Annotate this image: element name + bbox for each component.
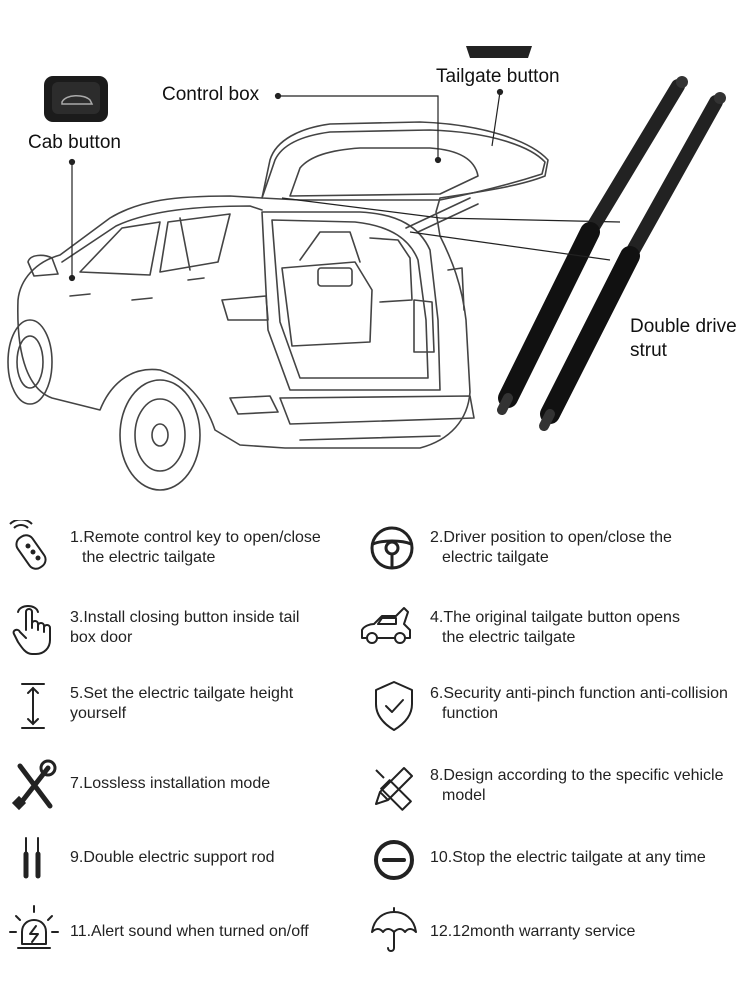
tailgate-button-label: Tailgate button [436, 66, 560, 87]
feature-item-3: 3.Install closing button inside tail box… [0, 600, 370, 670]
feature-text-5: 5.Set the electric tailgate height yours… [70, 684, 370, 724]
hand-touch-icon [12, 605, 51, 655]
feature-line2: function [442, 705, 499, 722]
feature-line1: 11.Alert sound when turned on/off [70, 923, 309, 940]
double-drive-strut-label-line1: Double drive [630, 316, 737, 337]
feature-text-8: 8.Design according to the specific vehic… [430, 766, 750, 806]
feature-item-12: 12.12month warranty service [362, 902, 732, 972]
feature-item-7: 7.Lossless installation mode [0, 758, 370, 828]
strut-1 [497, 76, 688, 415]
double-rod-icon [23, 837, 41, 879]
alarm-light-icon [9, 905, 59, 949]
feature-line1: 12.12month warranty service [430, 923, 636, 940]
feature-item-1: 1.Remote control key to open/close the e… [0, 520, 370, 590]
product-diagram: Cab button Control box Tailgate button D… [7, 46, 737, 491]
feature-line2: electric tailgate [442, 549, 549, 566]
umbrella-icon [371, 907, 417, 952]
feature-line1: 1.Remote control key to open/close [70, 529, 321, 546]
feature-text-12: 12.12month warranty service [430, 922, 750, 942]
car-open-tailgate-icon [361, 607, 411, 644]
double-drive-strut-label-line2: strut [630, 340, 667, 361]
stop-icon [374, 840, 414, 880]
feature-line1: 9.Double electric support rod [70, 849, 275, 866]
feature-item-5: 5.Set the electric tailgate height yours… [0, 676, 370, 746]
feature-item-2: 2.Driver position to open/close the elec… [362, 520, 732, 590]
feature-line2: the electric tailgate [82, 549, 216, 566]
feature-item-11: 11.Alert sound when turned on/off [0, 902, 370, 972]
height-arrow-icon [21, 683, 45, 729]
feature-line1: 6.Security anti-pinch function anti-coll… [430, 685, 728, 702]
tools-icon [11, 759, 57, 811]
feature-line1: 10.Stop the electric tailgate at any tim… [430, 849, 706, 866]
feature-text-9: 9.Double electric support rod [70, 848, 370, 868]
feature-text-10: 10.Stop the electric tailgate at any tim… [430, 848, 750, 868]
tailgate-button-image [466, 46, 532, 58]
feature-text-3: 3.Install closing button inside tail box… [70, 608, 370, 648]
shield-check-icon [375, 681, 413, 731]
feature-line2: box door [70, 629, 133, 646]
cab-button-image [44, 76, 108, 122]
pencil-ruler-icon [375, 767, 413, 811]
feature-text-11: 11.Alert sound when turned on/off [70, 922, 370, 942]
feature-item-10: 10.Stop the electric tailgate at any tim… [362, 832, 732, 902]
feature-line1: 3.Install closing button inside tail [70, 609, 300, 626]
steering-wheel-icon [370, 526, 414, 570]
feature-line2: yourself [70, 705, 127, 722]
feature-list: 1.Remote control key to open/close the e… [0, 510, 750, 1000]
feature-line1: 7.Lossless installation mode [70, 775, 271, 792]
feature-line1: 2.Driver position to open/close the [430, 529, 672, 546]
control-box-label: Control box [162, 84, 260, 105]
cab-button-label: Cab button [28, 132, 121, 153]
feature-line1: 5.Set the electric tailgate height [70, 685, 294, 702]
feature-line1: 8.Design according to the specific vehic… [430, 767, 724, 784]
key-fob-icon [9, 520, 47, 570]
strut-2 [539, 92, 726, 431]
suv-line-drawing [7, 46, 726, 491]
feature-text-4: 4.The original tailgate button opens the… [430, 608, 750, 648]
feature-text-7: 7.Lossless installation mode [70, 774, 370, 794]
feature-item-4: 4.The original tailgate button opens the… [361, 600, 732, 670]
feature-text-6: 6.Security anti-pinch function anti-coll… [430, 684, 750, 724]
feature-text-1: 1.Remote control key to open/close the e… [70, 528, 370, 568]
feature-item-6: 6.Security anti-pinch function anti-coll… [362, 676, 732, 746]
feature-item-8: 8.Design according to the specific vehic… [362, 758, 732, 828]
feature-item-9: 9.Double electric support rod [0, 832, 370, 902]
feature-line2: model [442, 787, 486, 804]
feature-line1: 4.The original tailgate button opens [430, 609, 680, 626]
feature-text-2: 2.Driver position to open/close the elec… [430, 528, 750, 568]
feature-line2: the electric tailgate [442, 629, 576, 646]
